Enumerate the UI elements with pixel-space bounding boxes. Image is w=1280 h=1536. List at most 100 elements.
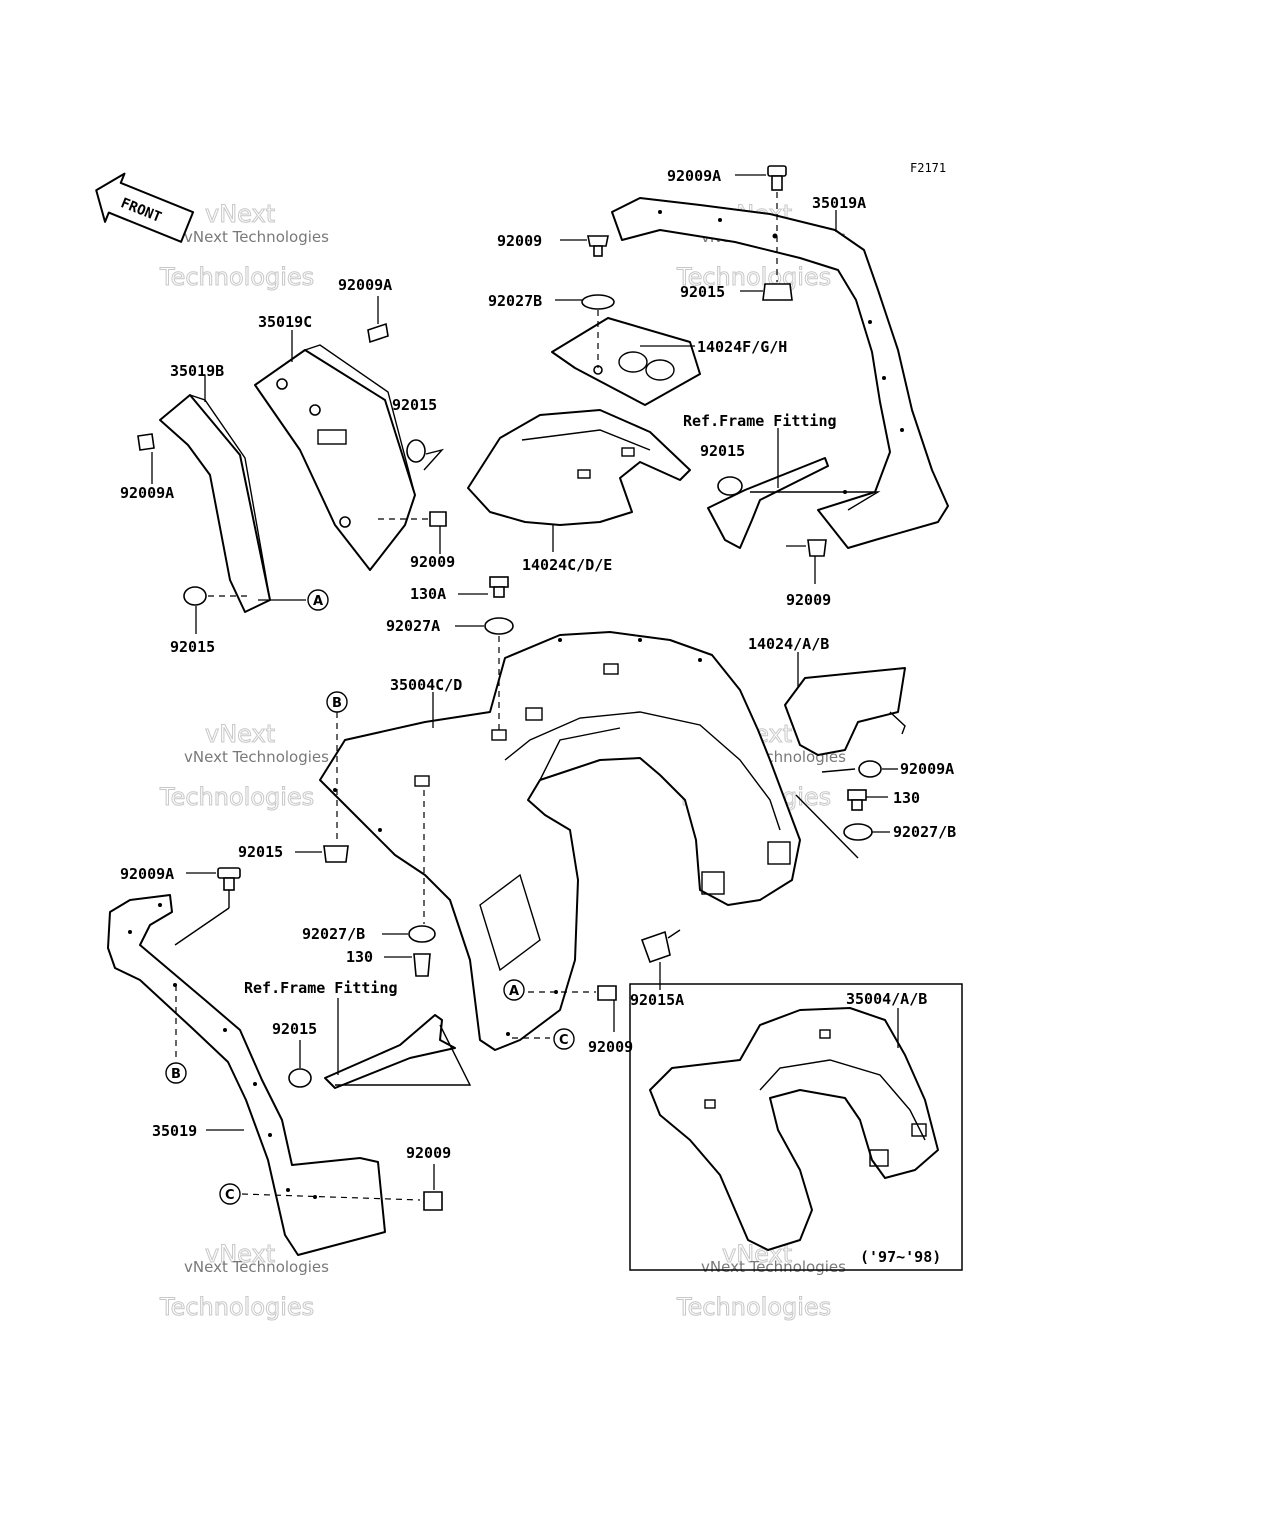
inset-35004AB-early-model: ('97~'98) xyxy=(629,983,963,1271)
callout-35019: 35019 xyxy=(152,1122,197,1140)
clip-block xyxy=(869,1149,889,1167)
part-14024CDE-front-cover xyxy=(467,409,691,552)
callout-14024FGH: 14024F/G/H xyxy=(697,338,787,356)
watermark-faint: Technologies xyxy=(676,263,831,291)
clip-tab xyxy=(491,729,507,741)
callout-92027B: 92027/B xyxy=(893,823,956,841)
mount-hole xyxy=(339,516,351,528)
svg-text:A: A xyxy=(313,594,323,609)
callout-92009: 92009 xyxy=(406,1144,451,1162)
watermark-faint-top: vNext xyxy=(205,200,275,228)
callout-35019A: 35019A xyxy=(812,194,866,212)
cover-ridge xyxy=(521,429,651,451)
gauge-opening xyxy=(618,351,648,373)
bolt-head xyxy=(597,985,617,1001)
connector-line xyxy=(335,1024,472,1086)
flange-nut xyxy=(288,1068,312,1088)
rubber-grommet xyxy=(408,925,436,943)
left-frame-fitting-bracket xyxy=(288,998,472,1089)
watermark-5: vNext vNext Technologies Technologies xyxy=(159,1240,330,1322)
flange-nut xyxy=(323,845,349,863)
fender-vent xyxy=(479,873,541,972)
figure-code: F2171 xyxy=(910,161,946,175)
bolt-head xyxy=(429,511,447,527)
gauge-opening xyxy=(645,359,675,381)
bolt-shank xyxy=(223,877,235,891)
callout-92009A: 92009A xyxy=(667,167,721,185)
mount-hole xyxy=(868,320,872,324)
ref-marker-a: A xyxy=(503,979,525,1001)
callout-92015: 92015 xyxy=(272,1020,317,1038)
mount-hole xyxy=(900,428,904,432)
clip-nut xyxy=(640,930,671,964)
clip-tab xyxy=(704,1099,716,1109)
callout-130: 130 xyxy=(346,948,373,966)
mount-hole xyxy=(268,1133,272,1137)
mount-hole xyxy=(158,903,162,907)
callout-14024CDE: 14024C/D/E xyxy=(522,556,612,574)
callout-92009A: 92009A xyxy=(120,484,174,502)
callout-35004AB: 35004/A/B xyxy=(846,990,927,1008)
bolt-head xyxy=(847,789,867,801)
part-14024AB-rear-cover xyxy=(784,652,906,756)
assembly-axis xyxy=(241,1193,421,1201)
callout-92009: 92009 xyxy=(786,591,831,609)
callout-92009A: 92009A xyxy=(338,276,392,294)
right-frame-fitting-bracket xyxy=(707,428,881,584)
clip-tab xyxy=(621,447,635,457)
callout-130: 130 xyxy=(893,789,920,807)
bolt-shank xyxy=(851,799,863,811)
left-guard-edge xyxy=(189,394,271,601)
ref-marker-c: C xyxy=(553,1028,575,1050)
mount-hole xyxy=(558,638,562,642)
bolt-head xyxy=(217,867,241,879)
flange-nut xyxy=(183,586,207,606)
side-cover-body xyxy=(254,349,416,571)
callout-35004CD: 35004C/D xyxy=(390,676,462,694)
watermark-3: vNext vNext Technologies Technologies xyxy=(159,720,330,812)
clip-block xyxy=(911,1123,927,1137)
bolt-head xyxy=(807,539,827,557)
connector-line xyxy=(174,907,230,946)
watermark-faint: Technologies xyxy=(676,1293,831,1321)
callout-92009: 92009 xyxy=(497,232,542,250)
inset-fender-inner-edge xyxy=(759,1059,926,1141)
callout-92015: 92015 xyxy=(700,442,745,460)
hardware-fender-bottom xyxy=(512,929,681,1039)
watermark-brand: vNext Technologies xyxy=(184,228,329,246)
connector-line xyxy=(423,448,445,471)
mount-hole xyxy=(638,638,642,642)
svg-text:C: C xyxy=(225,1188,235,1203)
ref-marker-b: B xyxy=(326,691,348,713)
connector-line xyxy=(795,794,859,859)
mount-hole xyxy=(698,658,702,662)
bolt-head xyxy=(367,322,389,344)
callout-92015: 92015 xyxy=(392,396,437,414)
inset-fender-body xyxy=(649,1007,939,1251)
callout-92009: 92009 xyxy=(588,1038,633,1056)
watermark-brand: vNext Technologies xyxy=(184,748,329,766)
part-35019C-side-cover xyxy=(254,330,416,571)
hardware-fender-right xyxy=(795,760,898,859)
fender-inner-lip xyxy=(539,727,621,781)
hardware-fender-left xyxy=(295,712,436,977)
bolt-head xyxy=(858,760,882,778)
svg-text:C: C xyxy=(559,1033,569,1048)
watermark-faint: Technologies xyxy=(159,263,314,291)
mount-hole xyxy=(276,378,288,390)
rubber-grommet xyxy=(843,823,873,841)
part-14024FGH-meter-cover xyxy=(551,317,701,406)
hardware-meter-cover xyxy=(555,235,615,368)
mount-hole xyxy=(772,233,778,239)
screw-shank xyxy=(593,245,603,257)
front-arrow-icon xyxy=(95,172,195,243)
clip-block xyxy=(701,871,725,895)
callout-ref-frame-fitting: Ref.Frame Fitting xyxy=(683,412,837,430)
connector-line xyxy=(750,491,881,511)
callout-ref-frame-fitting: Ref.Frame Fitting xyxy=(244,979,398,997)
flange-nut xyxy=(717,476,743,496)
callout-130A: 130A xyxy=(410,585,446,603)
mount-hole xyxy=(253,1082,257,1086)
